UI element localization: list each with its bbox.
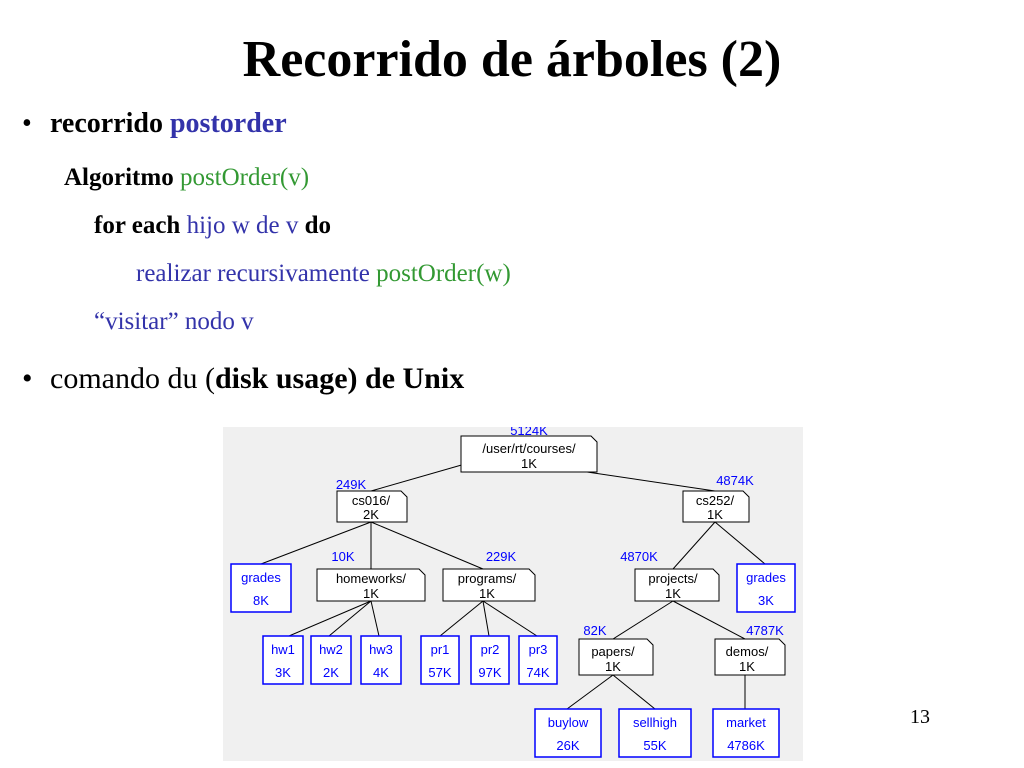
file-boxes — [230, 563, 796, 758]
bullet-marker: • — [22, 362, 33, 395]
du-prefix: comando du ( — [50, 362, 215, 395]
dir-name: programs/ — [458, 571, 517, 586]
file-name: hw2 — [319, 642, 343, 657]
dir-size: 82K — [583, 623, 606, 638]
file-grades-cs252: grades 3K — [746, 570, 786, 608]
file-hw3: hw3 4K — [369, 642, 393, 680]
file-size: 4K — [373, 665, 389, 680]
file-hw2: hw2 2K — [319, 642, 343, 680]
dir-node-homeworks: 10K homeworks/ 1K — [316, 549, 426, 602]
file-size: 8K — [253, 593, 269, 608]
algoritmo-keyword: Algoritmo — [64, 164, 174, 191]
file-name: pr1 — [431, 642, 450, 657]
algo-line-2: for each hijo w de v do — [94, 212, 331, 240]
file-pr2: pr2 97K — [478, 642, 501, 680]
file-pr3: pr3 74K — [526, 642, 549, 680]
bullet-du-command: • comando du (disk usage) de Unix — [22, 362, 464, 396]
file-size: 3K — [275, 665, 291, 680]
directory-tree-diagram: 5124K /user/rt/courses/ 1K 249K cs016/ 2… — [223, 427, 803, 761]
file-name: pr2 — [481, 642, 500, 657]
dir-name: demos/ — [726, 644, 769, 659]
dir-node-root: 5124K /user/rt/courses/ 1K — [460, 427, 598, 473]
dir-node-papers: 82K papers/ 1K — [578, 623, 654, 676]
dir-own-size: 1K — [521, 456, 537, 471]
do-keyword: do — [304, 212, 332, 239]
dir-size: 10K — [331, 549, 354, 564]
bullet-marker: • — [22, 108, 32, 139]
file-size: 74K — [526, 665, 549, 680]
file-size: 57K — [428, 665, 451, 680]
algo-line-3: realizar recursivamente postOrder(w) — [136, 260, 511, 288]
dir-name: cs252/ — [696, 493, 735, 508]
dir-size: 4787K — [746, 623, 784, 638]
dir-name: projects/ — [648, 571, 698, 586]
dir-node-cs252: 4874K cs252/ 1K — [682, 473, 754, 523]
file-size: 55K — [643, 738, 666, 753]
dir-size: 4870K — [620, 549, 658, 564]
file-name: market — [726, 715, 766, 730]
recursive-text: realizar recursivamente — [136, 260, 370, 287]
postorder-v-call: postOrder(v) — [179, 164, 310, 191]
recorrido-label: recorrido — [50, 108, 163, 139]
file-name: grades — [746, 570, 786, 585]
file-sellhigh: sellhigh 55K — [633, 715, 677, 753]
dir-node-cs016: 249K cs016/ 2K — [336, 477, 408, 523]
postorder-label: postorder — [169, 108, 287, 139]
algo-line-1: Algoritmo postOrder(v) — [64, 164, 309, 192]
file-market: market 4786K — [726, 715, 766, 753]
dir-own-size: 1K — [363, 586, 379, 601]
file-size: 26K — [556, 738, 579, 753]
dir-node-demos: 4787K demos/ 1K — [714, 623, 786, 676]
file-name: buylow — [548, 715, 589, 730]
dir-size: 5124K — [510, 427, 548, 438]
file-size: 3K — [758, 593, 774, 608]
dir-own-size: 1K — [739, 659, 755, 674]
dir-size: 229K — [486, 549, 517, 564]
dir-own-size: 1K — [605, 659, 621, 674]
dir-own-size: 1K — [479, 586, 495, 601]
file-size: 4786K — [727, 738, 765, 753]
dir-name: papers/ — [591, 644, 635, 659]
dir-size: 4874K — [716, 473, 754, 488]
page-number: 13 — [910, 706, 930, 728]
dir-name: homeworks/ — [336, 571, 406, 586]
algo-line-4: “visitar” nodo v — [94, 308, 254, 336]
bullet-postorder: • recorrido postorder — [22, 108, 287, 140]
file-name: hw3 — [369, 642, 393, 657]
tree-edges — [260, 463, 766, 710]
file-pr1: pr1 57K — [428, 642, 451, 680]
file-grades-cs016: grades 8K — [241, 570, 281, 608]
file-name: pr3 — [529, 642, 548, 657]
dir-name: /user/rt/courses/ — [482, 441, 576, 456]
dir-node-programs: 229K programs/ 1K — [442, 549, 536, 602]
dir-name: cs016/ — [352, 493, 391, 508]
file-hw1: hw1 3K — [271, 642, 295, 680]
dir-node-projects: 4870K projects/ 1K — [620, 549, 720, 602]
visit-node-text: “visitar” nodo v — [94, 308, 254, 335]
dir-size: 249K — [336, 477, 367, 492]
dir-own-size: 1K — [707, 507, 723, 522]
file-name: grades — [241, 570, 281, 585]
file-size: 97K — [478, 665, 501, 680]
file-size: 2K — [323, 665, 339, 680]
dir-own-size: 2K — [363, 507, 379, 522]
file-name: sellhigh — [633, 715, 677, 730]
disk-usage-label: disk usage) de Unix — [214, 362, 465, 395]
file-name: hw1 — [271, 642, 295, 657]
postorder-w-call: postOrder(w) — [376, 260, 511, 287]
slide-title: Recorrido de árboles (2) — [242, 31, 782, 88]
file-buylow: buylow 26K — [548, 715, 589, 753]
for-each-keyword: for each — [94, 212, 181, 239]
dir-own-size: 1K — [665, 586, 681, 601]
child-variable: hijo w de v — [186, 212, 299, 239]
